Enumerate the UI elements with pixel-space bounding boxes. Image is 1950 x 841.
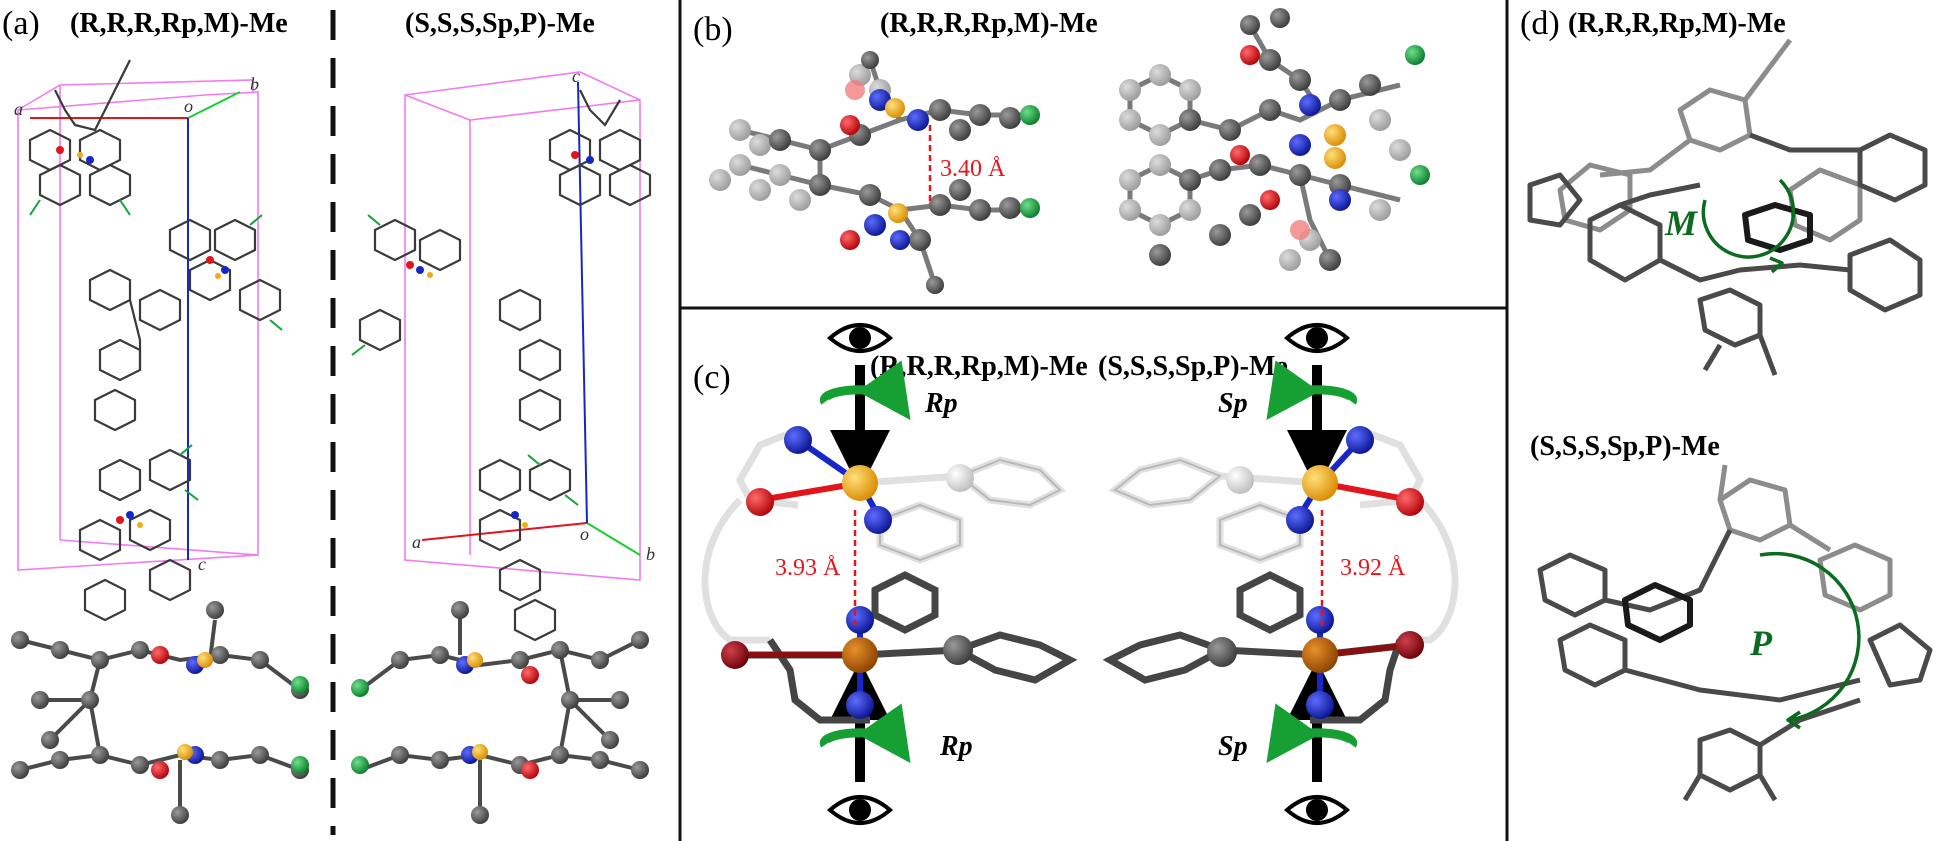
helix-label-bottom: P	[1749, 623, 1773, 663]
rot-label-top-left: Rp	[924, 388, 958, 419]
dimer-right-ball-stick	[351, 601, 649, 824]
unit-cell-right	[404, 71, 641, 581]
panel-a-title-left: (R,R,R,Rp,M)-Me	[70, 8, 288, 39]
dimer-left-ball-stick	[11, 601, 309, 824]
complex-left-upper	[701, 426, 1066, 644]
axis-label-a-left: a	[14, 99, 23, 119]
panel-b-distance: 3.40 Å	[940, 156, 1006, 182]
rot-label-bottom-left: Rp	[939, 731, 973, 762]
molecule-right-middle	[358, 218, 562, 432]
panel-c: (c) (R,R,R,Rp,M)-Me (S,S,S,Sp,P)-Me	[693, 323, 1459, 825]
rotation-arrow-bottom-right	[1266, 703, 1358, 764]
rot-label-top-right: Sp	[1218, 388, 1248, 419]
helicate-bottom-wireframe	[1537, 464, 1933, 802]
complex-right-upper	[1108, 426, 1459, 644]
panel-c-title-left: (R,R,R,Rp,M)-Me	[870, 351, 1088, 382]
panel-d-title-top: (R,R,R,Rp,M)-Me	[1568, 8, 1786, 39]
eye-icon-top-left	[826, 323, 894, 353]
panel-b-title: (R,R,R,Rp,M)-Me	[880, 8, 1098, 39]
panel-c-distance-right: 3.92 Å	[1340, 555, 1406, 581]
molecule-left-bottom	[78, 448, 192, 622]
panel-a-label: (a)	[2, 5, 40, 42]
panel-d-label: (d)	[1520, 5, 1560, 42]
molecule-left-top	[28, 59, 132, 207]
axis-label-c-right: c	[572, 66, 580, 86]
eye-icon-bottom-right	[1283, 795, 1351, 825]
panel-c-title-right: (S,S,S,Sp,P)-Me	[1098, 351, 1288, 382]
axis-label-c-left: c	[198, 554, 206, 574]
molecule-right-top	[548, 89, 652, 207]
helix-label-top: M	[1664, 203, 1699, 243]
axis-a-right	[421, 522, 588, 541]
packed-heteroatoms	[56, 146, 594, 528]
eye-icon-bottom-left	[826, 795, 894, 825]
dimer-top-view	[1119, 8, 1430, 271]
molecule-right-bottom	[478, 458, 572, 642]
panel-b: (b) (R,R,R,Rp,M)-Me	[693, 8, 1430, 294]
helicate-top-wireframe	[1527, 38, 1928, 376]
panel-d: (d) (R,R,R,Rp,M)-Me (S,S,S,Sp,P)-Me	[1520, 5, 1933, 802]
panel-a: (a) (R,R,R,Rp,M)-Me (S,S,S,Sp,P)-Me a b …	[2, 5, 655, 824]
panel-dividers	[330, 0, 1509, 841]
rot-label-bottom-right: Sp	[1218, 731, 1248, 762]
axis-b-right	[586, 522, 641, 556]
panel-c-label: (c)	[693, 359, 731, 396]
axis-label-b-left: b	[250, 74, 259, 94]
dimer-side-view	[709, 51, 1040, 294]
axis-label-a-right: a	[412, 532, 421, 552]
unit-cell-left	[17, 79, 259, 571]
eye-icon-top-right	[1283, 323, 1351, 353]
complex-left-lower	[721, 571, 1078, 724]
axis-b-left	[187, 91, 241, 119]
complex-right-lower	[1102, 571, 1424, 724]
axis-c-right	[577, 81, 588, 524]
panel-d-title-bottom: (S,S,S,Sp,P)-Me	[1530, 431, 1720, 462]
packed-molecules	[28, 59, 652, 642]
rotation-arrow-top-right	[1266, 360, 1358, 421]
rotation-arrow-top-left	[819, 360, 911, 421]
panel-a-title-right: (S,S,S,Sp,P)-Me	[405, 8, 595, 39]
panel-c-distance-left: 3.93 Å	[775, 555, 841, 581]
rotation-arrow-bottom-left	[819, 703, 911, 764]
panel-b-label: (b)	[693, 11, 733, 48]
axis-label-o-right: o	[580, 524, 589, 544]
packed-chlorines	[29, 199, 579, 506]
axis-label-o-left: o	[184, 96, 193, 116]
axis-label-b-right: b	[646, 544, 655, 564]
molecule-left-middle	[88, 268, 182, 432]
